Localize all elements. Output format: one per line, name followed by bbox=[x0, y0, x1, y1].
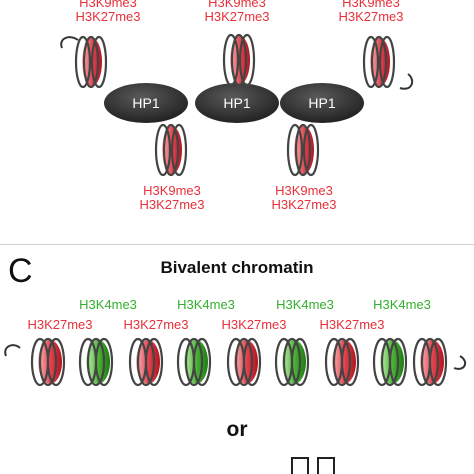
hp1-label-2: HP1 bbox=[223, 95, 251, 111]
red-label-2: H3K27me3 bbox=[123, 317, 189, 332]
top-label-3-line2: H3K27me3 bbox=[338, 9, 404, 24]
nucleosome-bottom-1 bbox=[154, 123, 188, 177]
bottom-label-2-line1: H3K9me3 bbox=[275, 183, 333, 198]
top-label-1-line2: H3K27me3 bbox=[75, 9, 141, 24]
hp1-ellipse-1 bbox=[104, 83, 188, 123]
top-label-2-line1: H3K9me3 bbox=[208, 0, 266, 10]
red-label-1: H3K27me3 bbox=[27, 317, 93, 332]
red-label-3: H3K27me3 bbox=[221, 317, 287, 332]
hp1-ellipse-3 bbox=[280, 83, 364, 123]
top-label-1-line1: H3K9me3 bbox=[79, 0, 137, 10]
bottom-label-1-line2: H3K27me3 bbox=[139, 197, 205, 212]
nucleosome-green bbox=[372, 337, 408, 387]
hp1-ellipse-2 bbox=[195, 83, 279, 123]
bottom-label-1: H3K9me3 H3K27me3 bbox=[139, 184, 204, 212]
nucleosome-red bbox=[128, 337, 164, 387]
green-label-1: H3K4me3 bbox=[79, 297, 137, 312]
nucleosome-top-3 bbox=[362, 35, 396, 89]
hp1-proteins bbox=[104, 83, 364, 123]
green-label-4: H3K4me3 bbox=[373, 297, 431, 312]
partial-structure-icon bbox=[291, 457, 335, 474]
top-label-1: H3K9me3 H3K27me3 bbox=[75, 0, 140, 24]
green-label-2: H3K4me3 bbox=[177, 297, 235, 312]
top-label-3-line1: H3K9me3 bbox=[342, 0, 400, 10]
bottom-label-2-line2: H3K27me3 bbox=[271, 197, 337, 212]
fiber-linker-dna bbox=[4, 344, 467, 370]
panel-b-linkers bbox=[60, 36, 414, 90]
panel-letter: C bbox=[8, 252, 33, 290]
nucleosome-red bbox=[412, 337, 448, 387]
nucleosome-green bbox=[176, 337, 212, 387]
nucleosome-red bbox=[30, 337, 66, 387]
nucleosome-top-1 bbox=[74, 35, 108, 89]
top-label-2: H3K9me3 H3K27me3 bbox=[204, 0, 269, 24]
top-label-3: H3K9me3 H3K27me3 bbox=[338, 0, 403, 24]
nucleosome-green bbox=[78, 337, 114, 387]
bivalent-fiber bbox=[4, 337, 467, 387]
or-text: or bbox=[226, 418, 248, 441]
panel-divider bbox=[0, 244, 474, 245]
nucleosome-top-2 bbox=[222, 33, 256, 87]
red-label-4: H3K27me3 bbox=[319, 317, 385, 332]
nucleosome-green bbox=[274, 337, 310, 387]
nucleosome-red bbox=[226, 337, 262, 387]
nucleosome-red bbox=[324, 337, 360, 387]
green-label-3: H3K4me3 bbox=[276, 297, 334, 312]
hp1-label-3: HP1 bbox=[308, 95, 336, 111]
top-label-2-line2: H3K27me3 bbox=[204, 9, 270, 24]
hp1-label-1: HP1 bbox=[132, 95, 160, 111]
panel-c-title: Bivalent chromatin bbox=[160, 258, 314, 277]
nucleosome-bottom-2 bbox=[286, 123, 320, 177]
bottom-label-1-line1: H3K9me3 bbox=[143, 183, 201, 198]
bottom-label-2: H3K9me3 H3K27me3 bbox=[271, 184, 336, 212]
